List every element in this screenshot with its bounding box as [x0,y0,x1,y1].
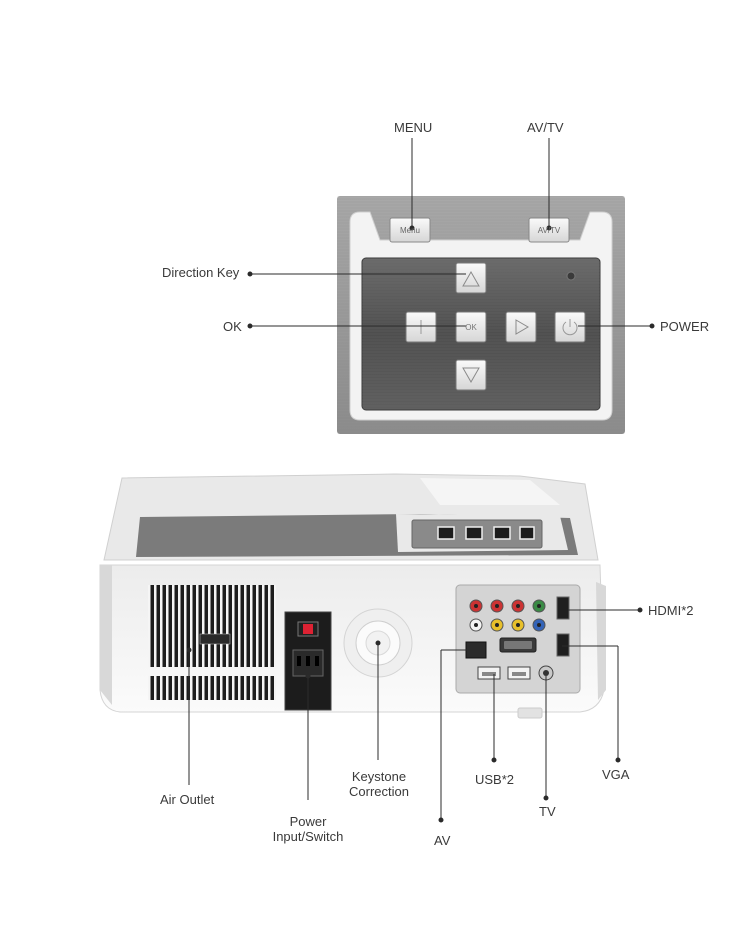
right-arrow-icon [515,319,529,335]
power-icon [562,321,578,336]
label-av-tv: AV/TV [527,120,564,135]
label-keystone: Keystone Correction [349,769,409,799]
label-ok: OK [223,319,242,334]
label-air-outlet: Air Outlet [160,792,215,807]
label-vga: VGA [602,767,630,782]
label-av: AV [434,833,451,848]
label-menu: MENU [394,120,433,135]
down-key-shape [455,359,487,391]
label-direction-key: Direction Key [162,265,240,280]
ok-key-shape [455,311,487,343]
label-power: POWER [660,319,710,334]
up-arrow-icon [462,270,480,287]
right-key-shape [505,311,537,343]
av-tv-key[interactable]: AV/TV [537,225,561,235]
up-key-shape [455,262,487,294]
air-outlet-vent [148,585,276,667]
ok-key[interactable]: OK [465,322,477,332]
menu-key[interactable]: Menu [399,225,420,235]
label-hdmi: HDMI*2 [648,603,694,618]
hdmi-port-1 [556,596,570,620]
top-leaders [247,138,655,329]
bottom-leaders [186,607,643,823]
label-usb: USB*2 [475,772,515,787]
rca-jacks [469,599,546,632]
menu-key-shape [389,217,431,243]
label-tv: TV [539,804,556,819]
label-power-input: Power Input/Switch [272,814,344,844]
indicator-led [566,271,576,281]
hdmi-port-2 [556,633,570,657]
down-arrow-icon [462,367,480,384]
